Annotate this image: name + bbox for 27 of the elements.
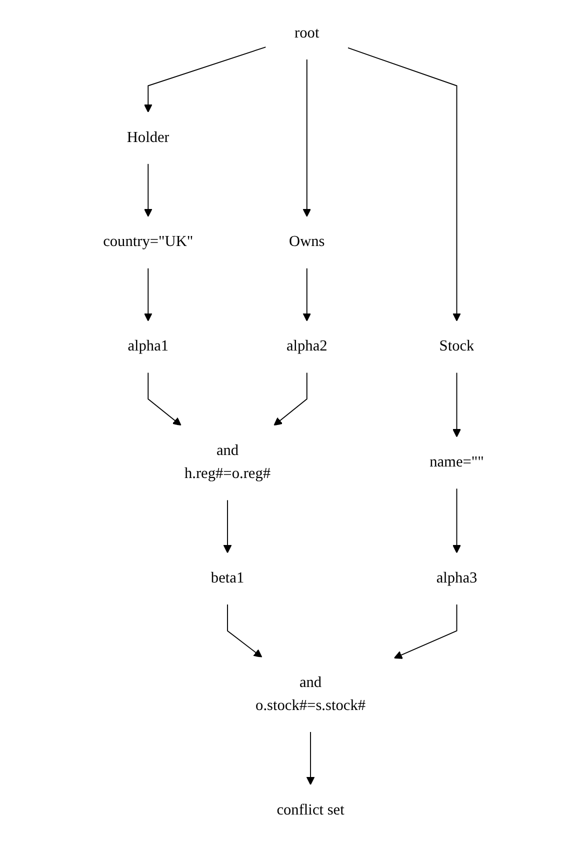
arrow: [144, 163, 152, 217]
arrow: [306, 731, 315, 785]
node-text: Owns: [289, 234, 325, 250]
arrow: [394, 604, 458, 659]
arrow: [302, 268, 312, 322]
arrow: [144, 268, 152, 322]
arrow: [223, 500, 232, 554]
node-text: and o.stock#=s.stock#: [256, 674, 366, 714]
node-text: name="": [430, 454, 484, 470]
node-text: alpha2: [286, 338, 328, 354]
node-text: conflict set: [276, 802, 344, 818]
node-text: Stock: [439, 338, 474, 354]
arrow: [452, 372, 461, 438]
node-text: Holder: [126, 129, 170, 146]
arrow: [302, 58, 312, 217]
node-text: country="UK": [103, 234, 194, 250]
node-text: beta1: [210, 570, 244, 586]
arrow: [144, 46, 266, 112]
node-text: alpha1: [128, 338, 169, 354]
arrow: [274, 372, 308, 426]
arrow: [348, 47, 461, 322]
node-text: and h.reg#=o.reg#: [184, 442, 271, 482]
arrow: [148, 372, 182, 426]
node-text: root: [294, 24, 320, 42]
node-text: alpha3: [436, 570, 478, 586]
arrow: [452, 488, 461, 554]
arrow: [227, 604, 262, 658]
